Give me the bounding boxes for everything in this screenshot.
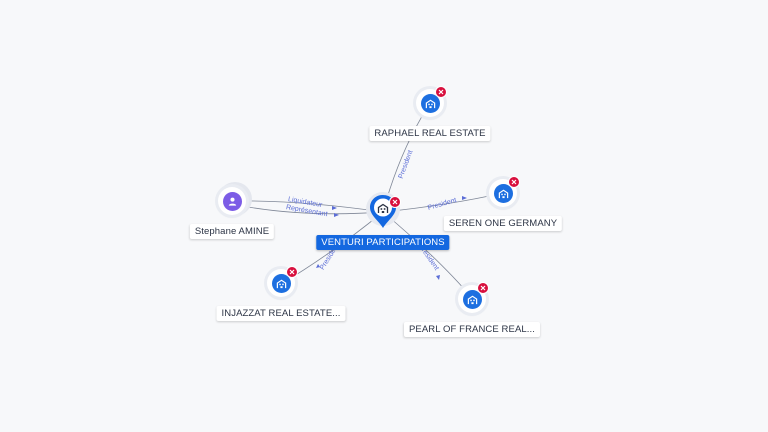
arrow-stephane-2 (334, 213, 339, 217)
central-node-label: VENTURI PARTICIPATIONS (316, 235, 450, 250)
closed-badge-icon (435, 86, 447, 98)
person-icon (228, 197, 236, 206)
node-label: Stephane AMINE (189, 224, 275, 239)
closed-badge-icon (477, 282, 489, 294)
building-icon (425, 99, 435, 108)
closed-badge-icon (508, 176, 520, 188)
node-label: PEARL OF FRANCE REAL... (403, 322, 541, 337)
edge-stephane-1 (231, 200, 384, 213)
closed-badge-icon (389, 196, 401, 208)
arrow-stephane-1 (332, 206, 337, 210)
node-circle[interactable] (218, 187, 246, 215)
edge-stephane-2 (231, 203, 384, 215)
node-label: RAPHAEL REAL ESTATE (369, 126, 491, 141)
arrow-injazzat (316, 264, 320, 268)
arrow-pearl (436, 275, 440, 280)
building-icon (498, 189, 508, 198)
node-label: INJAZZAT REAL ESTATE... (216, 306, 346, 321)
arrow-seren (462, 196, 467, 200)
node-label: SEREN ONE GERMANY (443, 216, 563, 231)
building-icon (377, 203, 389, 213)
closed-badge-icon (286, 266, 298, 278)
building-icon (276, 279, 286, 288)
building-icon (467, 295, 477, 304)
node-circle[interactable] (416, 89, 444, 117)
